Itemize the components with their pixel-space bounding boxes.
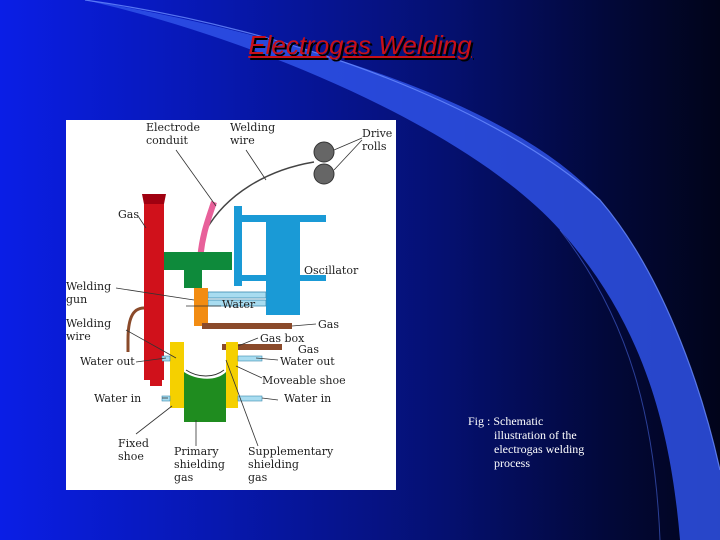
weld-metal (184, 372, 226, 422)
gas-pipe (202, 323, 292, 329)
slide-title: Electrogas Welding (248, 30, 472, 60)
figure-caption: Fig : Schematic illustration of the elec… (468, 414, 638, 470)
caption-line-3: electrogas welding (494, 442, 585, 456)
label-drive-rolls-1: Drive (362, 127, 392, 140)
caption-line-4: process (494, 456, 530, 470)
oscillator (266, 215, 300, 315)
label-welding-wire-left-2: wire (66, 330, 91, 343)
caption-line-1: Fig : Schematic (468, 414, 544, 428)
gun-nozzle (194, 288, 208, 326)
label-water-in-right: Water in (284, 392, 331, 405)
fixed-shoe (170, 342, 184, 408)
label-drive-rolls-2: rolls (362, 140, 387, 153)
label-supp-gas-1: Supplementary (248, 445, 334, 458)
oscillator-plate (234, 206, 242, 286)
electrode-conduit (197, 201, 217, 261)
label-gas-right: Gas (318, 318, 339, 331)
label-welding-wire-2: wire (230, 134, 255, 147)
label-electrode-conduit-1: Electrode (146, 121, 200, 134)
drive-roll-upper (313, 141, 335, 163)
label-gas-left: Gas (118, 208, 139, 221)
label-water-out-right: Water out (280, 355, 335, 368)
label-gas-box: Gas box (260, 332, 305, 345)
label-primary-gas-1: Primary (174, 445, 219, 458)
label-welding-gun-2: gun (66, 293, 87, 306)
label-water-out-left: Water out (80, 355, 135, 368)
label-fixed-shoe-1: Fixed (118, 437, 149, 450)
label-primary-gas-2: shielding (174, 458, 225, 471)
label-welding-wire-left-1: Welding (66, 317, 111, 330)
welding-gun-body (164, 252, 232, 270)
label-primary-gas-3: gas (174, 471, 194, 484)
label-welding-gun-1: Welding (66, 280, 111, 293)
drive-roll-lower (313, 163, 335, 185)
label-moveable-shoe: Moveable shoe (262, 374, 346, 387)
label-supp-gas-3: gas (248, 471, 268, 484)
label-water-in-left: Water in (94, 392, 141, 405)
welding-wire-arc (205, 161, 315, 231)
label-oscillator: Oscillator (304, 264, 359, 277)
label-gas-box-gas: Gas (298, 343, 319, 356)
label-welding-wire-1: Welding (230, 121, 275, 134)
label-supp-gas-2: shielding (248, 458, 299, 471)
gas-tube (144, 195, 164, 380)
label-fixed-shoe-2: shoe (118, 450, 144, 463)
caption-line-2: illustration of the (494, 428, 577, 442)
label-electrode-conduit-2: conduit (146, 134, 189, 147)
label-water-top: Water (222, 298, 256, 311)
